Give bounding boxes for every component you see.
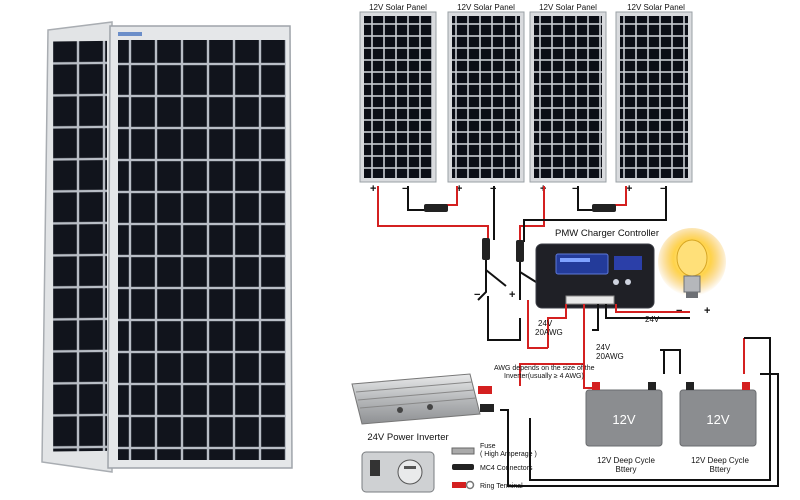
solar-panel-2: 12V Solar Panel + −	[447, 3, 525, 195]
battery-1-caption-1: 12V Deep Cycle	[597, 456, 655, 465]
inverter-label: 24V Power Inverter	[367, 432, 448, 443]
power-inverter: AWG depends on the size of the Inverter(…	[351, 365, 595, 493]
series-voltage-label: 24V	[538, 319, 553, 328]
battery-1-caption-2: Bttery	[616, 465, 637, 474]
panel-wiring	[377, 186, 667, 242]
switch-icon	[370, 460, 380, 476]
panel-4-plus: +	[626, 183, 632, 195]
panel-label-2: 12V Solar Panel	[457, 3, 515, 12]
legend: Fuse ( High Amperage ) MC4 Connectors Ri…	[451, 443, 537, 490]
panel-4-minus: −	[660, 183, 666, 195]
awg-note-line-1: AWG depends on the size of the	[494, 365, 595, 372]
panel-3-minus: −	[572, 183, 578, 195]
load-voltage-label: 24V	[645, 315, 660, 324]
load-minus-sign: −	[676, 305, 682, 317]
battery-wiring	[500, 337, 779, 487]
mc4-connector-group	[424, 204, 616, 262]
panel-1-plus: +	[370, 183, 376, 195]
battery-1: 12V 12V Deep Cycle Bttery	[585, 382, 663, 474]
brand-logo-icon	[118, 32, 142, 36]
outlet-icon	[404, 466, 416, 469]
battery-2: 12V 12V Deep Cycle Bttery	[679, 382, 757, 474]
legend-mc4: MC4 Connectors	[480, 465, 533, 472]
panel-label-1: 12V Solar Panel	[369, 3, 427, 12]
battery-voltage-label: 24V	[596, 343, 611, 352]
solar-panel-1: 12V Solar Panel + −	[359, 3, 437, 195]
mc4-icon	[452, 464, 474, 470]
battery-1-voltage: 12V	[612, 412, 635, 427]
awg-note-line-2: Inverter(usually ≥ 4 AWG)	[504, 373, 584, 380]
panel-label-4: 12V Solar Panel	[627, 3, 685, 12]
light-bulb-icon	[658, 228, 726, 298]
battery-gauge-label: 20AWG	[596, 352, 624, 361]
panel-1-minus: −	[402, 183, 408, 195]
controller-label: PMW Charger Controller	[555, 228, 659, 239]
y-branch-wires	[477, 260, 548, 349]
battery-2-caption-2: Bttery	[710, 465, 731, 474]
panel-label-3: 12V Solar Panel	[539, 3, 597, 12]
solar-panel-3: 12V Solar Panel + −	[529, 3, 607, 195]
branch-minus-sign: −	[474, 289, 480, 301]
battery-2-caption-1: 12V Deep Cycle	[691, 456, 749, 465]
fuse-icon	[451, 447, 475, 455]
pwm-charge-controller: PMW Charger Controller	[535, 228, 659, 309]
ring-terminal-icon	[452, 482, 466, 488]
product-photo-panels	[41, 21, 293, 473]
battery-2-voltage: 12V	[706, 412, 729, 427]
legend-ring: Ring Terminal	[480, 483, 523, 490]
solar-panel-4: 12V Solar Panel + −	[615, 3, 693, 195]
legend-fuse-note: ( High Amperage )	[480, 451, 537, 458]
load-plus-sign: +	[704, 305, 710, 317]
branch-plus-sign: +	[509, 289, 515, 301]
controller-output-wires	[547, 304, 690, 360]
series-gauge-label: 20AWG	[535, 328, 563, 337]
solar-panel-array: 12V Solar Panel + − 12V Solar Panel + − …	[359, 3, 693, 195]
legend-fuse: Fuse	[480, 443, 496, 450]
panel-2-plus: +	[456, 183, 462, 195]
